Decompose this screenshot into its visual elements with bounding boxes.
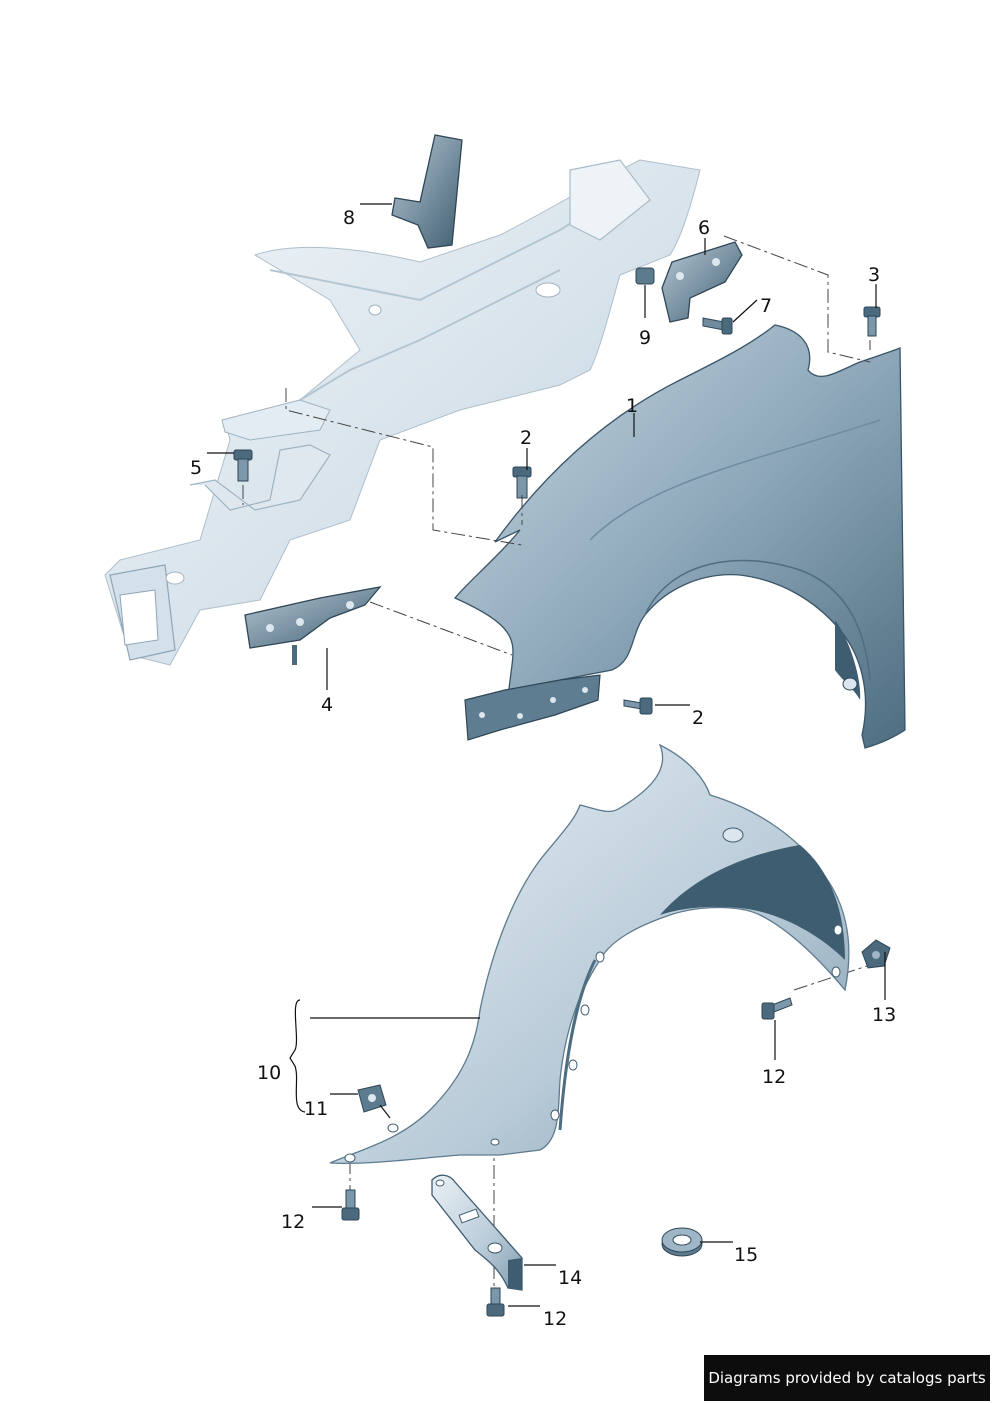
part-5-screw — [233, 449, 253, 482]
callout-9: 9 — [639, 327, 651, 349]
footer-credit-text: Diagrams provided by catalogs parts — [708, 1369, 986, 1387]
callout-12-right: 12 — [762, 1066, 786, 1088]
callout-3: 3 — [868, 264, 880, 286]
callout-1: 1 — [626, 395, 638, 417]
callout-15: 15 — [734, 1244, 758, 1266]
footer-credit: Diagrams provided by catalogs parts — [704, 1355, 990, 1401]
assembly-lines — [242, 235, 871, 1290]
callout-12-bottom: 12 — [543, 1308, 567, 1330]
callout-6: 6 — [698, 217, 710, 239]
part-12-screw-left — [341, 1189, 360, 1221]
callouts: 1 2 2 3 4 5 6 7 8 9 10 11 12 12 12 13 14… — [190, 207, 896, 1330]
part-2-screw-lower — [623, 697, 653, 715]
part-1-fender — [453, 324, 906, 749]
part-12-screw-bottom — [486, 1287, 505, 1317]
body-frame — [104, 159, 701, 666]
part-9-nut — [635, 267, 655, 285]
part-3-screw — [863, 306, 881, 337]
callout-7: 7 — [760, 295, 772, 317]
part-11-clip-nut — [357, 1084, 387, 1113]
part-2-screw-upper — [512, 466, 532, 499]
part-4-bracket — [244, 586, 382, 665]
part-7-screw — [702, 317, 733, 335]
callout-13: 13 — [872, 1004, 896, 1026]
part-10-wheel-liner — [329, 743, 850, 1164]
callout-14: 14 — [558, 1267, 582, 1289]
leader-lines — [207, 203, 886, 1307]
callout-8: 8 — [343, 207, 355, 229]
callout-2-lower: 2 — [692, 707, 704, 729]
callout-12-left: 12 — [281, 1211, 305, 1233]
part-8-bracket — [391, 134, 463, 249]
part-6-bracket — [661, 241, 743, 323]
part-12-screw-right — [761, 997, 793, 1020]
callout-4: 4 — [321, 694, 333, 716]
part-15-tape-roll — [661, 1227, 703, 1257]
callout-2-upper: 2 — [520, 427, 532, 449]
callout-10: 10 — [257, 1062, 281, 1084]
callout-5: 5 — [190, 457, 202, 479]
callout-11: 11 — [304, 1098, 328, 1120]
part-13-clip — [861, 939, 891, 969]
part-14-strap — [431, 1174, 523, 1291]
